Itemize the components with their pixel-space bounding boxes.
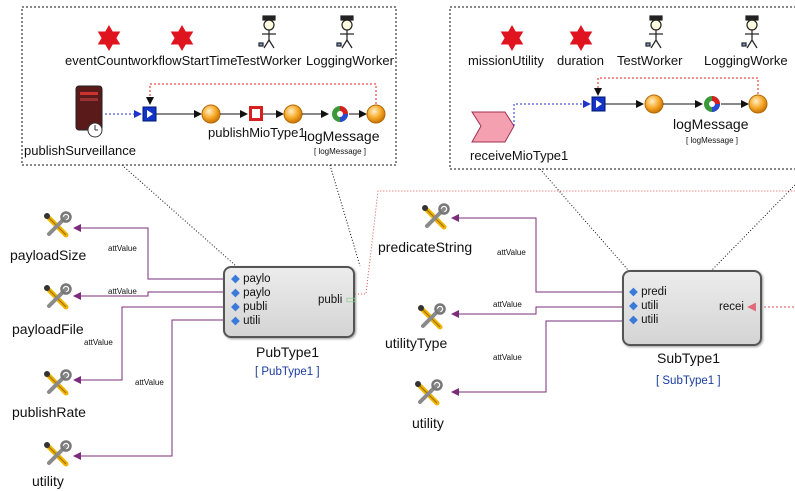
- attribute-label: utilityType: [385, 335, 448, 351]
- publish-rate-tool-icon: [44, 371, 71, 394]
- payload-size-tool-icon: [44, 213, 71, 236]
- port[interactable]: ◆ paylo: [231, 273, 271, 285]
- predicate-string-tool-icon: [422, 205, 449, 228]
- variable-label: duration: [557, 53, 604, 68]
- edge-label: attValue: [108, 244, 137, 253]
- subscribe-process-panel: [449, 6, 795, 170]
- flow-node: [748, 94, 768, 114]
- step-label: logMessage: [673, 116, 749, 132]
- worker-label: TestWorker: [236, 53, 302, 68]
- source-label: receiveMioType1: [470, 148, 569, 163]
- component-type: [ PubType1 ]: [255, 366, 320, 378]
- step-type-label: [ logMessage ]: [686, 136, 739, 145]
- pub-component-box[interactable]: [223, 266, 355, 338]
- server-icon: [75, 85, 103, 138]
- flow-node: [366, 104, 386, 124]
- edge-label: attValue: [493, 353, 522, 362]
- utility-tool-icon: [415, 381, 442, 404]
- component-name: PubType1: [256, 344, 320, 360]
- variable-label: workflowStartTime: [131, 53, 238, 68]
- component-type: [ SubType1 ]: [656, 375, 721, 387]
- variable-label: eventCount: [65, 53, 132, 68]
- edge-label: attValue: [135, 378, 164, 387]
- utility-type-tool-icon: [418, 305, 445, 328]
- edge-label: attValue: [84, 338, 113, 347]
- source-label: publishSurveillance: [24, 143, 137, 158]
- port[interactable]: ◆ predi: [629, 286, 667, 298]
- log-message-icon: [704, 96, 720, 112]
- out-port[interactable]: publi ▭: [318, 294, 357, 306]
- attribute-label: utility: [32, 473, 64, 489]
- attribute-label: payloadFile: [12, 321, 84, 337]
- edge-label: attValue: [493, 300, 522, 309]
- receive-event-icon: [471, 111, 515, 143]
- variable-label: missionUtility: [468, 53, 544, 68]
- flow-node: [644, 94, 664, 114]
- worker-label: TestWorker: [617, 53, 683, 68]
- flow-node: [283, 104, 303, 124]
- step-type-label: [ logMessage ]: [314, 147, 367, 156]
- component-name: SubType1: [657, 350, 721, 366]
- flow-node: [201, 104, 221, 124]
- attribute-label: predicateString: [378, 239, 473, 255]
- utility-tool-icon: [44, 442, 71, 465]
- sub-component-box[interactable]: [622, 270, 762, 346]
- edge-label: attValue: [108, 287, 137, 296]
- port[interactable]: ◆ utili: [629, 314, 659, 326]
- step-label: publishMioType1: [208, 125, 306, 140]
- port[interactable]: ◆ utili: [231, 315, 261, 327]
- attribute-connectors: [73, 214, 629, 460]
- attribute-label: utility: [412, 415, 444, 431]
- edge-label: attValue: [497, 248, 526, 257]
- port[interactable]: ◆ paylo: [231, 287, 271, 299]
- worker-label: LoggingWorke: [704, 53, 788, 68]
- in-port[interactable]: recei ◀: [719, 301, 756, 313]
- port[interactable]: ◆ publi: [231, 301, 268, 313]
- attribute-label: publishRate: [12, 404, 86, 420]
- attribute-label: payloadSize: [10, 247, 87, 263]
- step-label: logMessage: [304, 128, 380, 144]
- worker-label: LoggingWorker: [306, 53, 394, 68]
- payload-file-tool-icon: [44, 285, 71, 308]
- log-message-icon: [332, 106, 348, 122]
- port[interactable]: ◆ utili: [629, 300, 659, 312]
